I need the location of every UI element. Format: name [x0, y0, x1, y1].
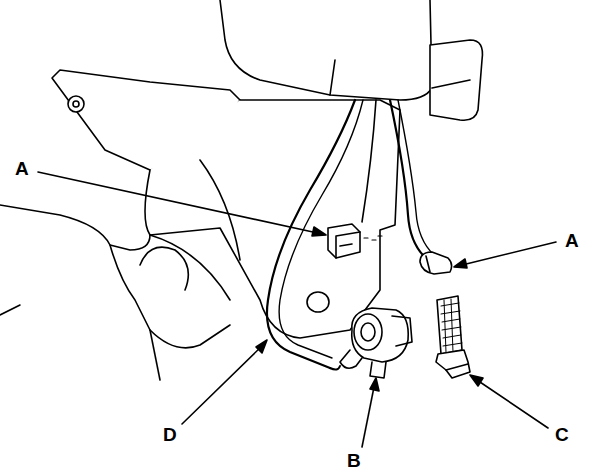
- callout-letter: B: [345, 450, 363, 471]
- callout-letter: D: [161, 424, 179, 445]
- callout-letter: A: [563, 230, 581, 251]
- callout-letter: C: [553, 424, 571, 445]
- callout-letter: A: [13, 158, 31, 179]
